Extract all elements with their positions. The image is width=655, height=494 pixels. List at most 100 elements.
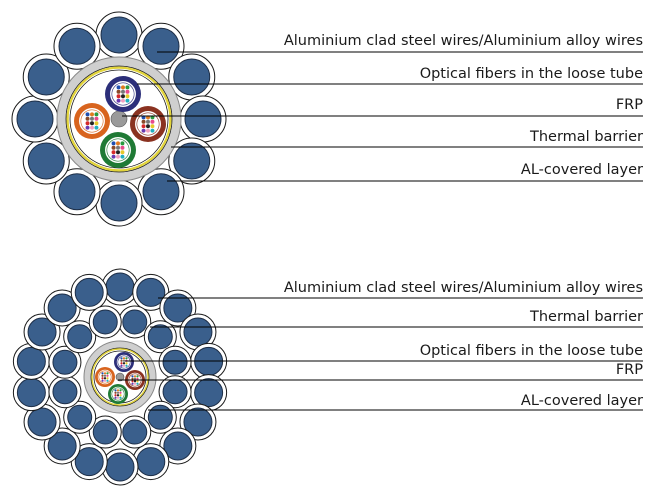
- wire-strand: [88, 415, 122, 449]
- wire-strand: [23, 313, 61, 351]
- optical-fiber: [116, 396, 120, 399]
- wire-strand: [132, 273, 170, 311]
- wire-strand: [158, 375, 192, 409]
- frp-strength-member: [115, 372, 125, 382]
- optical-fiber: [141, 119, 146, 124]
- wire-core: [92, 309, 118, 335]
- wire-core: [122, 309, 148, 335]
- wire-core: [16, 100, 54, 138]
- optical-fiber: [141, 124, 146, 129]
- wire-strand: [137, 168, 185, 216]
- wire-strand: [43, 427, 81, 465]
- wire-strand: [132, 443, 170, 481]
- loose-tube: [105, 76, 141, 112]
- wire-core: [16, 378, 46, 408]
- optical-fiber: [85, 121, 90, 126]
- optical-fiber: [133, 375, 137, 378]
- optical-fiber: [125, 362, 128, 365]
- optical-fiber: [122, 364, 126, 367]
- optical-fiber: [116, 150, 120, 155]
- optical-fiber: [111, 141, 116, 146]
- wire-strand: [95, 179, 143, 227]
- optical-fiber: [106, 377, 109, 380]
- wire-core: [74, 277, 104, 307]
- wire-core: [27, 142, 65, 180]
- optical-fiber: [150, 119, 155, 124]
- wire-core: [162, 379, 188, 405]
- optical-fiber: [85, 125, 90, 130]
- loose-tube-gel: [105, 137, 131, 163]
- label-steel-wires-2: Aluminium clad steel wires/Aluminium all…: [284, 280, 643, 296]
- wire-core: [183, 317, 213, 347]
- optical-fiber: [90, 112, 94, 117]
- wire-core: [173, 142, 211, 180]
- optical-fiber: [116, 98, 121, 103]
- optical-fiber: [120, 364, 123, 367]
- wire-strand: [48, 375, 82, 409]
- optical-fiber: [131, 375, 134, 378]
- optical-fiber: [114, 394, 117, 397]
- optical-fiber: [116, 394, 120, 397]
- optical-fiber: [116, 389, 120, 392]
- wire-strand: [22, 53, 70, 101]
- optical-fiber: [119, 396, 122, 399]
- wire-core: [67, 404, 93, 430]
- wire-strand: [12, 374, 50, 412]
- loose-tube-gel: [135, 111, 161, 137]
- wire-strand: [11, 95, 59, 143]
- optical-fiber: [146, 128, 150, 133]
- wire-strand: [70, 273, 108, 311]
- wire-strand: [23, 403, 61, 441]
- optical-fiber: [85, 112, 90, 117]
- thermal-barrier: [66, 66, 172, 172]
- optical-fiber: [103, 372, 107, 375]
- optical-fiber: [121, 89, 125, 94]
- wire-core: [184, 100, 222, 138]
- wire-strand: [143, 320, 177, 354]
- optical-fiber: [114, 391, 117, 394]
- wire-core: [163, 431, 193, 461]
- optical-fiber: [94, 121, 99, 126]
- loose-tube-gel: [110, 386, 126, 402]
- optical-fiber: [103, 374, 107, 377]
- optical-fiber: [111, 150, 116, 155]
- wire-core: [58, 173, 96, 211]
- optical-fiber: [101, 377, 104, 380]
- wire-core: [47, 293, 77, 323]
- wire-strand: [158, 345, 192, 379]
- loose-tube-inner: [136, 112, 160, 136]
- optical-fiber: [90, 116, 94, 121]
- optical-fiber: [120, 362, 123, 365]
- wire-strand: [179, 313, 217, 351]
- optical-fiber: [94, 125, 99, 130]
- label-thermal-barrier-2: Thermal barrier: [529, 309, 643, 325]
- wire-strand: [168, 53, 216, 101]
- optical-fiber: [125, 94, 130, 99]
- loose-tube-inner: [98, 370, 112, 384]
- wire-core: [147, 404, 173, 430]
- optical-fiber: [136, 380, 139, 383]
- optical-fiber: [101, 372, 104, 375]
- wire-core: [136, 447, 166, 477]
- thermal-barrier: [91, 348, 149, 406]
- loose-tube-gel: [79, 108, 105, 134]
- optical-fiber: [150, 128, 155, 133]
- loose-tube: [108, 384, 128, 404]
- optical-fiber: [120, 145, 125, 150]
- optical-fiber: [146, 119, 150, 124]
- wire-core: [16, 346, 46, 376]
- optical-fiber: [131, 380, 134, 383]
- optical-fiber: [90, 125, 94, 130]
- optical-fiber: [85, 116, 90, 121]
- label-frp-2: FRP: [616, 362, 643, 378]
- optical-fiber: [103, 377, 107, 380]
- loose-tube-inner: [106, 138, 130, 162]
- label-thermal-barrier-1: Thermal barrier: [529, 129, 643, 145]
- wire-strand: [43, 289, 81, 327]
- optical-fiber: [111, 154, 116, 159]
- optical-fiber: [125, 98, 130, 103]
- wire-core: [147, 324, 173, 350]
- wire-core: [58, 27, 96, 65]
- optical-fiber: [136, 377, 139, 380]
- wire-core: [27, 317, 57, 347]
